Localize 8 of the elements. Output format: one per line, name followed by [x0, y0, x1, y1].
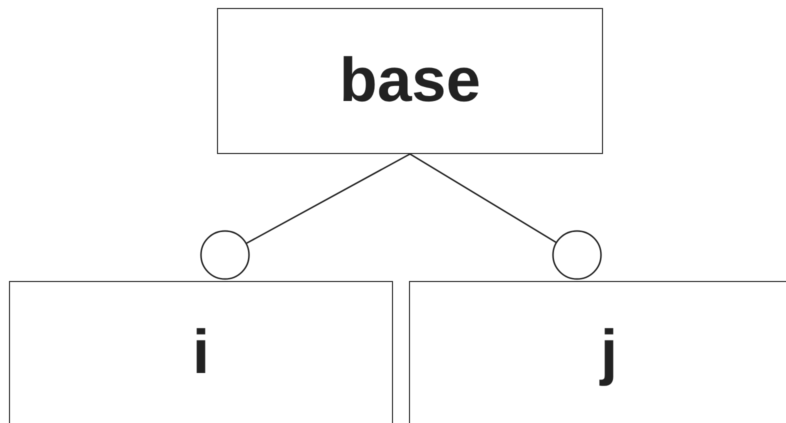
connector — [410, 153, 602, 280]
class-name: j — [600, 322, 618, 384]
class-box — [217, 8, 603, 154]
class-box — [409, 281, 786, 423]
class-name: base — [339, 50, 481, 112]
class-box — [9, 281, 393, 423]
class-name: i — [192, 322, 210, 384]
connector — [200, 153, 410, 280]
